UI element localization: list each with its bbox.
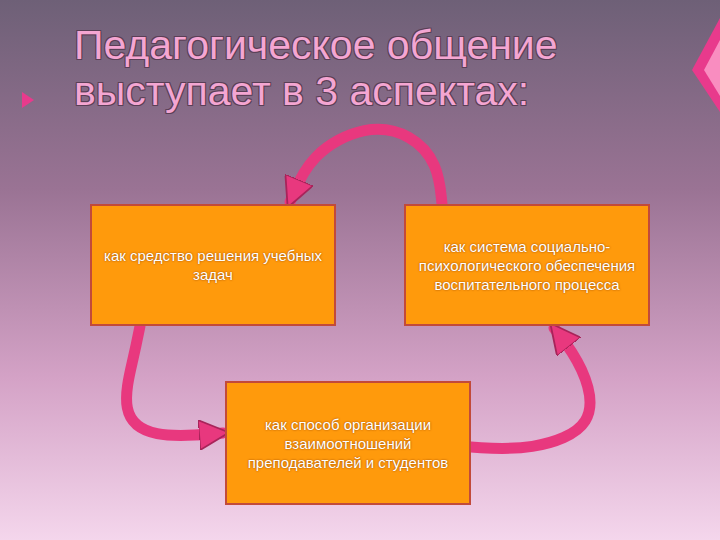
aspect-box: как способ организации взаимоотношений п… (225, 381, 471, 505)
cycle-arrow (290, 129, 442, 204)
slide-title: Педагогическое общение выступает в 3 асп… (74, 22, 714, 114)
corner-ribbon (704, 40, 720, 96)
corner-ribbon (692, 18, 720, 112)
aspect-text: как система социально-психологического о… (416, 237, 638, 294)
cycle-arrow (471, 328, 590, 449)
aspect-text: как способ организации взаимоотношений п… (237, 415, 459, 472)
aspect-box: как средство решения учебных задач (90, 204, 336, 326)
bullet-mark (22, 92, 34, 108)
aspect-text: как средство решения учебных задач (102, 246, 324, 284)
aspect-box: как система социально-психологического о… (404, 204, 650, 326)
cycle-arrow (127, 326, 223, 436)
